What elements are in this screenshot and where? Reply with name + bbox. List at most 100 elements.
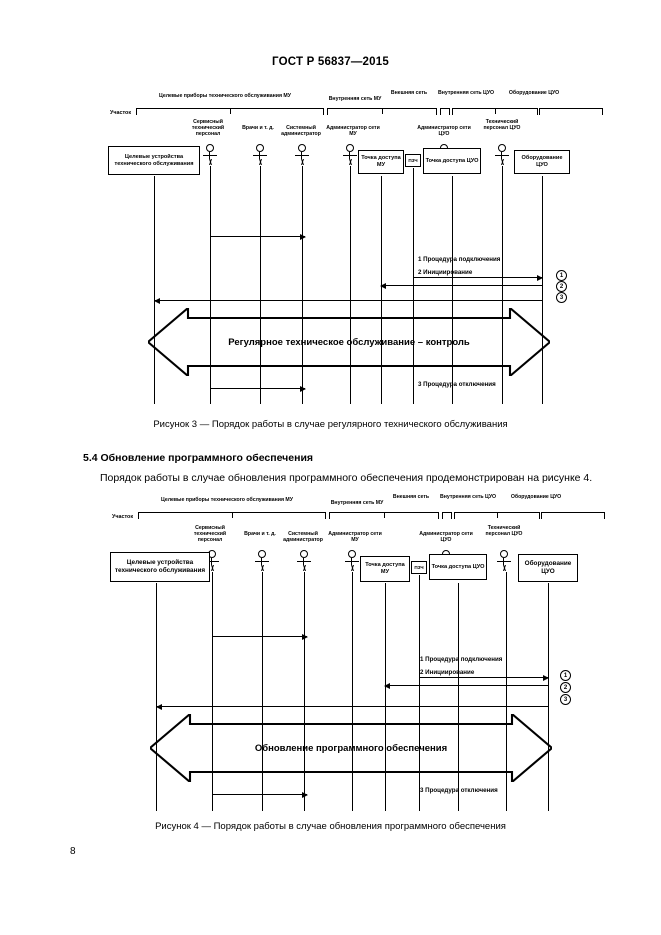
arrow-step-1 — [413, 274, 543, 281]
f4-arrow-step-2 — [384, 682, 548, 689]
actor-techstaff-cuo — [494, 144, 510, 166]
bracket-group-1 — [136, 108, 324, 115]
f4-actor-label-techstaff-cuo: Технический персонал ЦУО — [485, 525, 523, 537]
f4-lifeline-6 — [385, 583, 386, 811]
f4-actor-techstaff-cuo — [496, 550, 512, 572]
f4-group-label-internal-network-mu: Внутренняя сеть МУ — [330, 500, 384, 506]
arrow-initial — [211, 233, 306, 240]
lifeline-6 — [381, 176, 382, 404]
step-label-1: 1 Процедура подключения — [418, 256, 501, 263]
f4-lifeline-7 — [419, 575, 420, 811]
bracket-group-2 — [327, 108, 437, 115]
figure-3-diagram: Целевые приборы технического обслуживани… — [0, 88, 661, 413]
f4-group-label-target-devices: Целевые приборы технического обслуживани… — [161, 497, 293, 503]
f4-axis-label-uchastok: Участок — [112, 514, 134, 520]
f4-actor-label-service-staff: Сервисный технический персонал — [193, 525, 227, 543]
f4-step-label-2: 2 Инициирование — [420, 669, 475, 676]
f4-group-label-external-network: Внешняя сеть — [392, 494, 430, 500]
f4-group-label-equipment-cuo: Оборудование ЦУО — [510, 494, 562, 500]
marker-2: 2 — [556, 281, 567, 292]
f4-step-label-1: 1 Процедура подключения — [420, 656, 503, 663]
lifeline-10 — [542, 176, 543, 404]
f4-actor-sysadmin — [296, 550, 312, 572]
f4-marker-2: 2 — [560, 682, 571, 693]
actor-doctors — [252, 144, 268, 166]
f4-box-pzch: ПЗЧ — [411, 561, 427, 574]
box-target-maintenance-devices: Целевые устройства технического обслужив… — [108, 146, 200, 175]
arrow-final — [211, 385, 306, 392]
f4-box-equipment-cuo: Оборудование ЦУО — [518, 554, 578, 582]
f4-lifeline-8 — [458, 583, 459, 811]
f4-arrow-step-1 — [419, 674, 549, 681]
f4-bracket-group-2 — [329, 512, 439, 519]
figure-3-caption: Рисунок 3 — Порядок работы в случае регу… — [153, 419, 508, 430]
marker-1: 1 — [556, 270, 567, 281]
actor-label-sysadmin: Системный администратор — [281, 125, 321, 137]
arrow-step-3 — [154, 297, 543, 304]
f4-lifeline-5 — [352, 572, 353, 811]
figure-4-caption: Рисунок 4 — Порядок работы в случае обно… — [155, 821, 506, 832]
f4-bracket-group-4 — [454, 512, 540, 519]
bracket-group-3 — [440, 108, 450, 115]
lifeline-5 — [350, 166, 351, 404]
f4-group-label-internal-network-cuo: Внутренняя сеть ЦУО — [440, 494, 496, 500]
section-heading-5-4: 5.4 Обновление программного обеспечения — [83, 452, 314, 464]
f4-bracket-group-5 — [541, 512, 605, 519]
figure-4-diagram: Целевые приборы технического обслуживани… — [0, 492, 661, 817]
f4-arrow-initial — [213, 633, 308, 640]
f4-band-label-software-update: Обновление программного обеспечения — [254, 742, 448, 754]
lifeline-3 — [260, 166, 261, 404]
actor-label-techstaff-cuo: Технический персонал ЦУО — [483, 119, 521, 131]
actor-sysadmin — [294, 144, 310, 166]
f4-marker-1: 1 — [560, 670, 571, 681]
lifeline-8 — [452, 176, 453, 404]
page-number: 8 — [70, 846, 76, 857]
marker-3: 3 — [556, 292, 567, 303]
group-label-external-network: Внешняя сеть — [390, 90, 428, 96]
f4-step-label-3: 3 Процедура отключения — [420, 787, 498, 794]
f4-actor-label-netadmin-mu: Администратор сети МУ — [328, 531, 382, 543]
actor-label-doctors: Врачи и т. д. — [242, 125, 274, 131]
actor-label-netadmin-mu: Администратор сети МУ — [326, 125, 380, 137]
bracket-group-4 — [452, 108, 538, 115]
f4-bracket-group-3 — [442, 512, 452, 519]
f4-actor-netadmin-mu — [344, 550, 360, 572]
box-equipment-cuo: Оборудование ЦУО — [514, 150, 570, 174]
step-label-2: 2 Инициирование — [418, 269, 473, 276]
group-label-target-devices: Целевые приборы технического обслуживани… — [159, 93, 291, 99]
f4-actor-label-sysadmin: Системный администратор — [283, 531, 323, 543]
f4-actor-label-doctors: Врачи и т. д. — [244, 531, 276, 537]
band-regular-maintenance: Регулярное техническое обслуживание – ко… — [148, 308, 550, 376]
f4-arrow-final — [213, 791, 308, 798]
f4-bracket-group-1 — [138, 512, 326, 519]
f4-box-access-point-cuo: Точка доступа ЦУО — [429, 554, 487, 580]
group-label-equipment-cuo: Оборудование ЦУО — [508, 90, 560, 96]
band-label-regular-maintenance: Регулярное техническое обслуживание – ко… — [228, 336, 470, 348]
box-pzch: ПЗЧ — [405, 154, 421, 167]
arrow-step-2 — [380, 282, 542, 289]
lifeline-2 — [210, 166, 211, 404]
lifeline-1 — [154, 176, 155, 404]
f4-actor-label-netadmin-cuo: Администратор сети ЦУО — [419, 531, 473, 543]
f4-lifeline-3 — [262, 572, 263, 811]
f4-lifeline-2 — [212, 572, 213, 811]
group-label-internal-network-cuo: Внутренняя сеть ЦУО — [438, 90, 494, 96]
f4-marker-3: 3 — [560, 694, 571, 705]
box-access-point-cuo: Точка доступа ЦУО — [423, 148, 481, 174]
lifeline-4 — [302, 166, 303, 404]
f4-lifeline-10 — [548, 583, 549, 811]
box-access-point-mu: Точка доступа МУ — [358, 150, 404, 174]
f4-box-access-point-mu: Точка доступа МУ — [360, 556, 410, 582]
actor-label-netadmin-cuo: Администратор сети ЦУО — [417, 125, 471, 137]
f4-actor-doctors — [254, 550, 270, 572]
f4-lifeline-1 — [156, 583, 157, 811]
actor-service-staff — [202, 144, 218, 166]
section-paragraph: Порядок работы в случае обновления прогр… — [100, 472, 593, 484]
document-header: ГОСТ Р 56837—2015 — [272, 56, 389, 68]
bracket-group-5 — [539, 108, 603, 115]
step-label-3: 3 Процедура отключения — [418, 381, 496, 388]
lifeline-7 — [413, 168, 414, 404]
actor-label-service-staff: Сервисный технический персонал — [191, 119, 225, 137]
actor-netadmin-mu — [342, 144, 358, 166]
f4-lifeline-4 — [304, 572, 305, 811]
